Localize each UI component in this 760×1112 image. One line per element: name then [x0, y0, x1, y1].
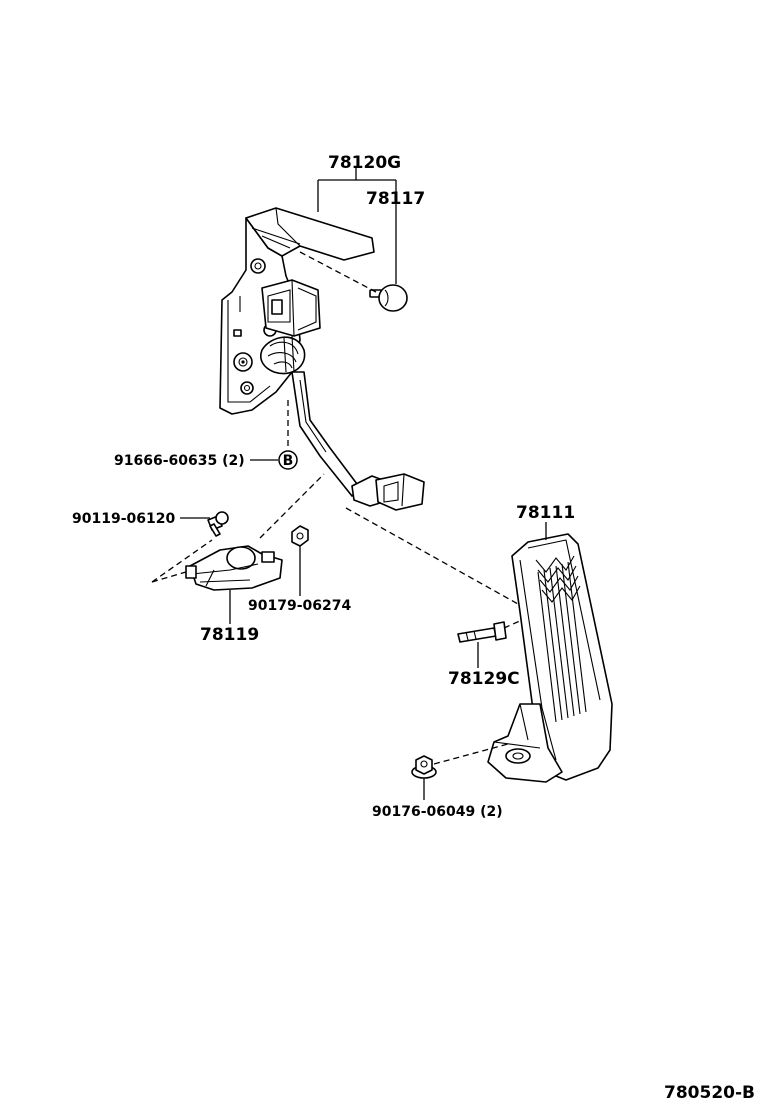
- label-nut: 90179-06274: [248, 598, 351, 614]
- stopper-pad: [369, 284, 408, 312]
- label-assembly: 78120G: [328, 153, 401, 173]
- flange-nut-90176: [411, 755, 437, 779]
- label-flange-nut: 90176-06049 (2): [372, 804, 503, 820]
- pedal-bracket-assembly: [219, 207, 425, 511]
- callout-b-letter: B: [283, 453, 294, 469]
- position-sensor: [185, 545, 283, 591]
- label-pedal-arm: 78111: [516, 503, 575, 523]
- label-bolt: 90119-06120: [72, 511, 175, 527]
- label-pad: 78117: [366, 189, 425, 209]
- pivot-bolt-78129c: [457, 621, 507, 643]
- bolt-90119: [207, 511, 229, 537]
- pedal-pad-arm: [487, 533, 613, 783]
- label-sensor: 78119: [200, 625, 259, 645]
- dashed-install-lines: [151, 251, 523, 765]
- label-pivot-bolt: 78129C: [448, 669, 520, 689]
- nut-90179: [291, 525, 309, 547]
- figure-id: 780520-B: [664, 1083, 755, 1103]
- callout-b: B: [278, 450, 298, 470]
- label-screw-b: 91666-60635 (2): [114, 453, 245, 469]
- leader-lines: [180, 168, 547, 800]
